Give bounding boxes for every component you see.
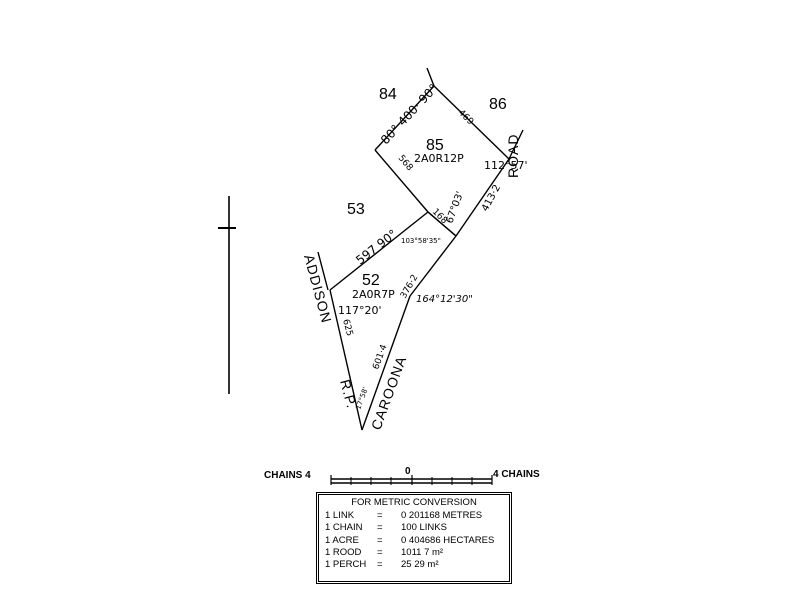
road-frontage-line — [508, 129, 524, 160]
conversion-unit: 1 LINK — [325, 510, 355, 522]
conversion-title: FOR METRIC CONVERSION — [351, 497, 477, 508]
addison-road-label: ADDISON — [301, 253, 335, 326]
lot-52-top-bearing: 597 90° — [353, 227, 399, 268]
conversion-equals: = — [377, 534, 383, 546]
lot-85-area: 2A0R12P — [414, 152, 464, 165]
scale-left-label: CHAINS 4 — [264, 470, 311, 481]
conversion-value: 100 LINKS — [401, 522, 447, 534]
lot-85-left-dist: 568 — [396, 154, 415, 174]
metric-conversion-table: FOR METRIC CONVERSION 1 LINK = 0 201168 … — [316, 492, 512, 584]
conversion-row-link: 1 LINK = 0 201168 METRES — [325, 510, 503, 522]
conversion-unit: 1 ROOD — [325, 546, 362, 558]
scale-right-label: 4 CHAINS — [493, 469, 540, 480]
lot-85-diag-bearing: 67°03' — [444, 190, 466, 225]
lot-85-top-right-dist: 469 — [456, 108, 475, 127]
conversion-value: 0 201168 METRES — [401, 510, 483, 522]
lot-52-left-dist: 625 — [340, 318, 354, 337]
scale-bar — [330, 475, 493, 485]
conversion-row-acre: 1 ACRE = 0 404686 HECTARES — [325, 535, 503, 547]
conversion-unit: 1 PERCH — [325, 559, 367, 571]
lot-52-boundary — [329, 211, 457, 431]
conversion-value: 25 29 m² — [401, 559, 439, 571]
lot-52-corner-angle: 103°58'35" — [401, 237, 441, 245]
conversion-value: 1011 7 m² — [401, 546, 444, 558]
conversion-equals: = — [377, 510, 383, 522]
lot-52-area: 2A0R7P — [352, 288, 395, 301]
conversion-value: 0 404686 HECTARES — [401, 534, 495, 546]
lot-53-label: 53 — [347, 201, 365, 218]
lot-86-label: 86 — [489, 96, 507, 113]
conversion-unit: 1 CHAIN — [325, 522, 363, 534]
rp-label: R.P. — [337, 378, 360, 411]
scale-zero-label: 0 — [405, 466, 411, 477]
conversion-unit: 1 ACRE — [325, 534, 359, 546]
lot-85-right-bearing: 112°57' — [484, 159, 528, 172]
lot-85-label: 85 — [426, 137, 444, 154]
conversion-row-perch: 1 PERCH = 25 29 m² — [325, 559, 503, 571]
lot-84-label: 84 — [379, 86, 397, 103]
road-label: ROAD — [505, 134, 521, 178]
conversion-equals: = — [377, 546, 383, 558]
lot-52-right-lower-dist: 601·4 — [371, 343, 389, 371]
addison-road-line — [317, 251, 329, 291]
lot-52-bend-angle: 164°12'30" — [416, 294, 473, 305]
conversion-row-rood: 1 ROOD = 1011 7 m² — [325, 547, 503, 559]
conversion-row-chain: 1 CHAIN = 100 LINKS — [325, 522, 503, 534]
conversion-equals: = — [377, 522, 383, 534]
lot-85-road-dist: 413·2 — [480, 183, 503, 213]
lot-52-left-angle: 117°20' — [338, 304, 382, 317]
lot-52-label: 52 — [362, 272, 380, 289]
conversion-equals: = — [377, 559, 383, 571]
